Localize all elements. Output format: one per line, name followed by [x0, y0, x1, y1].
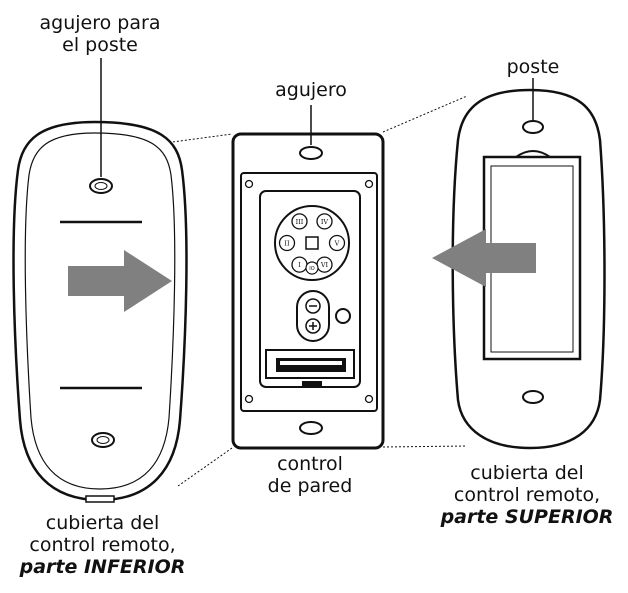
label-wall-control-line1: control: [277, 453, 343, 475]
ring-button-label-iii: III: [296, 218, 304, 226]
guide-line-bottom-right: [382, 445, 468, 448]
label-post: poste: [488, 56, 578, 78]
label-top-cover: cubierta del control remoto, parte SUPER…: [426, 462, 628, 528]
keypad-center-button[interactable]: [305, 236, 319, 250]
indicator-light: [335, 308, 351, 324]
top-cover-lower-hole: [522, 390, 544, 404]
label-bottom-cover-line1: cubierta del: [45, 512, 160, 534]
label-hole-for-post-line1: agujero para: [39, 12, 161, 34]
ring-button-label-i: I: [298, 261, 301, 269]
guide-line-bottom-left: [177, 447, 233, 487]
ring-button-label-vi: VI: [320, 261, 329, 269]
bottom-cover-lower-hole-inner: [96, 436, 110, 444]
ring-button-label-iv: IV: [321, 218, 329, 226]
bottom-cover-post-hole-inner: [94, 182, 108, 190]
arrow-left-icon: [432, 229, 536, 287]
bottom-cover: [12, 58, 188, 503]
frame-screw-top-right: [364, 179, 374, 189]
label-top-cover-line1: cubierta del: [470, 462, 584, 484]
label-bottom-cover-line2: control remoto,: [29, 534, 176, 556]
ring-button-ii[interactable]: [278, 234, 296, 252]
frame-screw-top-left: [244, 179, 254, 189]
label-hole-for-post-line2: el poste: [62, 34, 138, 56]
battery-tab: [302, 381, 322, 387]
top-cover-window-notch: [515, 150, 551, 158]
battery-highlight: [280, 361, 342, 365]
label-hole-text: agujero: [275, 79, 347, 101]
label-bottom-cover-emphasis: parte INFERIOR: [19, 556, 186, 578]
label-top-cover-emphasis: parte SUPERIOR: [440, 506, 614, 528]
guide-line-top-right: [382, 95, 468, 133]
label-wall-control: control de pared: [245, 453, 375, 497]
rocker-switch[interactable]: [296, 290, 330, 342]
bottom-cover-lower-hole: [91, 432, 115, 448]
bottom-cover-inner-edge: [24, 132, 176, 490]
ring-button-label-ii: II: [284, 240, 290, 248]
guide-line-top-left: [164, 133, 233, 144]
label-bottom-cover: cubierta del control remoto, parte INFER…: [0, 512, 205, 578]
small-ring-button-label: IO: [309, 266, 314, 272]
label-post-text: poste: [506, 56, 560, 78]
label-hole: agujero: [226, 79, 396, 101]
ring-button-label-v: V: [334, 240, 340, 248]
label-wall-control-line2: de pared: [267, 475, 353, 497]
bottom-cover-post-hole: [89, 178, 113, 194]
arrow-right-icon: [68, 250, 172, 312]
frame-screw-bottom-left: [244, 394, 254, 404]
ring-button-iv[interactable]: [316, 213, 333, 230]
label-top-cover-line2: control remoto,: [453, 484, 601, 506]
small-ring-button[interactable]: [305, 261, 319, 275]
ring-button-iii[interactable]: [291, 213, 308, 230]
top-cover-post: [522, 120, 544, 134]
bottom-cover-tab: [85, 495, 115, 503]
wall-plate-top-hole: [299, 146, 323, 160]
wall-plate-bottom-hole: [299, 421, 323, 435]
label-hole-for-post: agujero para el poste: [25, 12, 175, 56]
ring-button-v[interactable]: [328, 234, 346, 252]
frame-screw-bottom-right: [364, 394, 374, 404]
